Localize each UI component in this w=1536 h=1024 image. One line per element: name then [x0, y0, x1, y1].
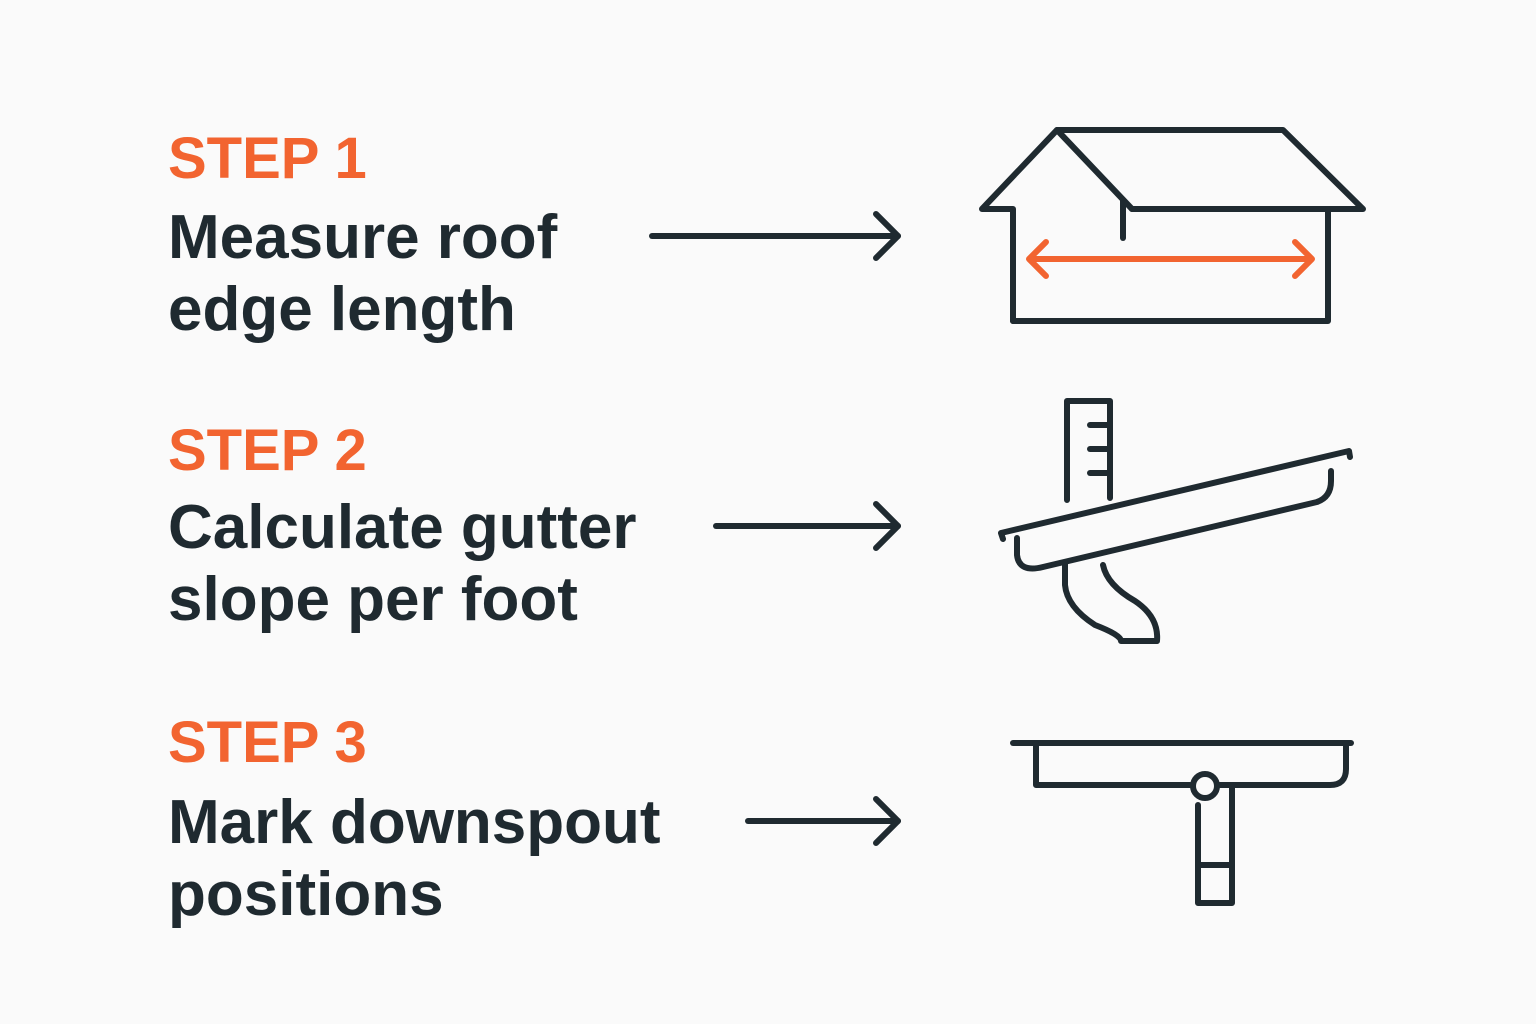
step-1-arrow-icon	[649, 211, 901, 261]
step-3-line-2: positions	[168, 860, 444, 929]
step-1-line-2: edge length	[168, 275, 516, 344]
step-2-line-2: slope per foot	[168, 565, 578, 634]
step-3-arrow-icon	[745, 796, 901, 846]
step-3-label: STEP 3	[168, 710, 367, 775]
step-1-line-1: Measure roof	[168, 203, 558, 272]
gutter-slope-icon	[998, 398, 1353, 644]
step-1-description: Measure roof edge length	[168, 202, 557, 346]
step-2-description: Calculate gutter slope per foot	[168, 492, 637, 636]
step-3-description: Mark downspout positions	[168, 787, 661, 931]
step-2-line-1: Calculate gutter	[168, 493, 637, 562]
step-2-label: STEP 2	[168, 418, 367, 483]
step-3-line-1: Mark downspout	[168, 788, 661, 857]
house-measure-icon	[979, 127, 1366, 324]
step-1-label: STEP 1	[168, 126, 367, 191]
step-2-arrow-icon	[713, 501, 901, 551]
downspout-icon	[1010, 740, 1354, 906]
